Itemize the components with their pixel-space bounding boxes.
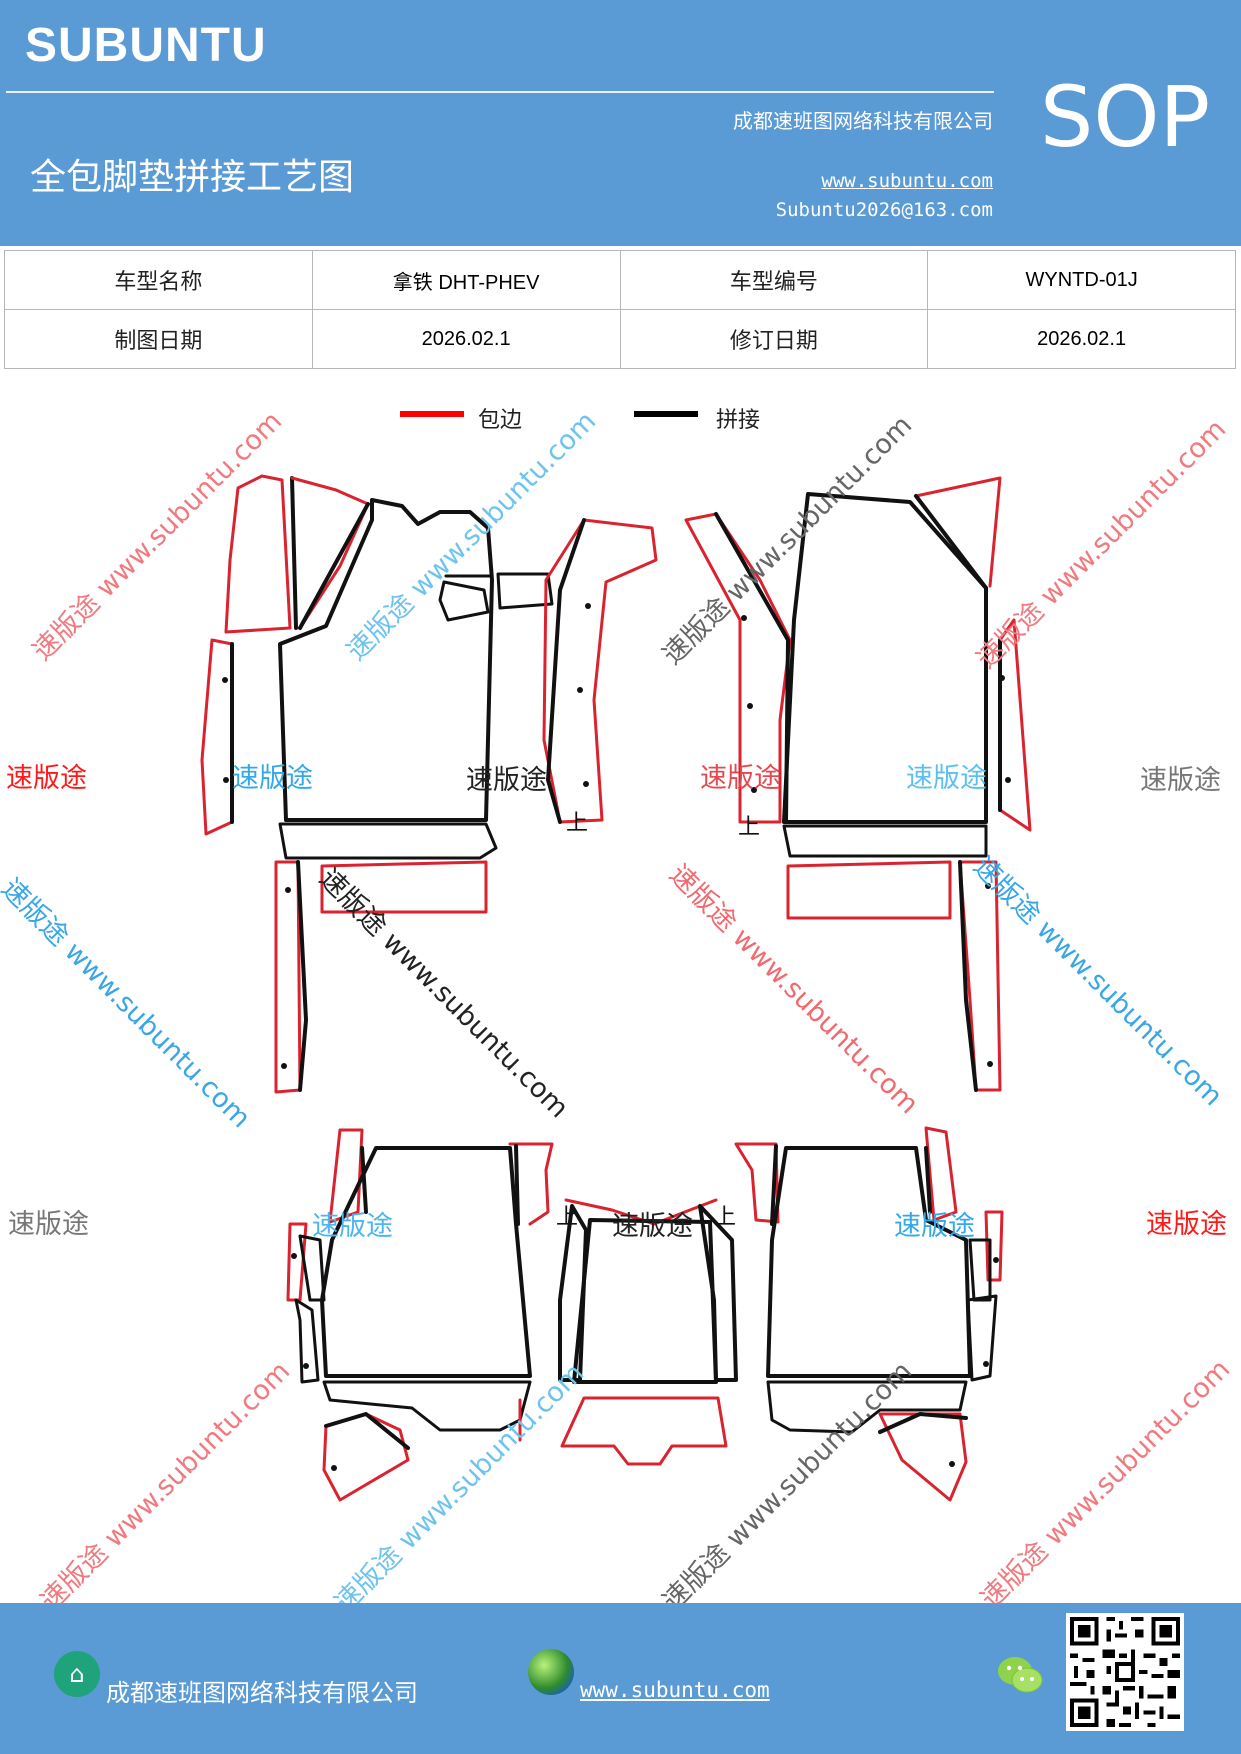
value-revise-date: 2026.02.1 <box>927 309 1236 369</box>
watermark: 速版途 <box>1146 1209 1227 1240</box>
globe-icon <box>528 1649 574 1695</box>
label-model-name: 车型名称 <box>4 250 313 310</box>
table-row: 车型名称 拿铁 DHT-PHEV 车型编号 WYNTD-01J <box>4 250 1236 310</box>
watermark: 速版途 <box>466 765 547 796</box>
sop-badge: SOP <box>1040 68 1211 166</box>
watermark: 速版途 <box>700 763 781 794</box>
rear-right-group <box>734 1126 1004 1502</box>
up-mark: 上 <box>738 815 760 840</box>
watermark: 速版途 <box>232 763 313 794</box>
watermark: 速版途 <box>8 1209 89 1240</box>
rear-middle-group <box>558 1198 738 1466</box>
footer-url-link[interactable]: www.subuntu.com <box>580 1678 770 1702</box>
watermark: 速版途 <box>906 763 987 794</box>
wechat-icon[interactable] <box>996 1653 1044 1697</box>
legend-black-swatch <box>634 411 698 417</box>
watermark: 速版途 <box>1140 765 1221 796</box>
legend-label: 拼接 <box>716 408 761 433</box>
header-email[interactable]: Subuntu2026@163.com <box>775 199 993 221</box>
page-title: 全包脚垫拼接工艺图 <box>30 157 355 198</box>
label-revise-date: 修订日期 <box>619 309 929 369</box>
label-model-code: 车型编号 <box>619 250 929 310</box>
legend-seam: 拼接 <box>634 402 794 433</box>
brand-logo: SUBUNTU <box>25 19 267 72</box>
value-model-name: 拿铁 DHT-PHEV <box>311 250 621 310</box>
home-icon: ⌂ <box>54 1651 100 1697</box>
header-banner: SUBUNTU 成都速班图网络科技有限公司 SOP 全包脚垫拼接工艺图 www.… <box>0 0 1241 246</box>
footer-banner: ⌂ 成都速班图网络科技有限公司 www.subuntu.com <box>0 1603 1241 1754</box>
up-mark: 上 <box>566 811 588 836</box>
label-draw-date: 制图日期 <box>4 309 313 369</box>
legend-red-swatch <box>400 411 464 417</box>
header-company: 成都速班图网络科技有限公司 <box>733 109 993 133</box>
rear-left-group <box>286 1128 554 1502</box>
value-model-code: WYNTD-01J <box>927 250 1236 310</box>
watermark: 速版途 <box>6 763 87 794</box>
table-row: 制图日期 2026.02.1 修订日期 2026.02.1 <box>4 309 1236 369</box>
watermark: 速版途 <box>612 1211 693 1242</box>
up-mark: 上 <box>714 1205 736 1230</box>
watermark: 速版途 <box>894 1211 975 1242</box>
legend-label: 包边 <box>478 408 523 433</box>
up-mark: 上 <box>556 1205 578 1230</box>
watermark: 速版途 <box>312 1211 393 1242</box>
qr-code <box>1066 1613 1184 1731</box>
footer-company: 成都速班图网络科技有限公司 <box>106 1679 418 1707</box>
legend-edge-binding: 包边 <box>400 402 560 433</box>
header-url-link[interactable]: www.subuntu.com <box>821 170 993 192</box>
vehicle-info-table: 车型名称 拿铁 DHT-PHEV 车型编号 WYNTD-01J 制图日期 202… <box>4 250 1236 369</box>
front-left-group <box>200 474 658 1094</box>
value-draw-date: 2026.02.1 <box>311 309 621 369</box>
front-right-group <box>684 476 1032 1092</box>
header-divider <box>6 91 994 93</box>
